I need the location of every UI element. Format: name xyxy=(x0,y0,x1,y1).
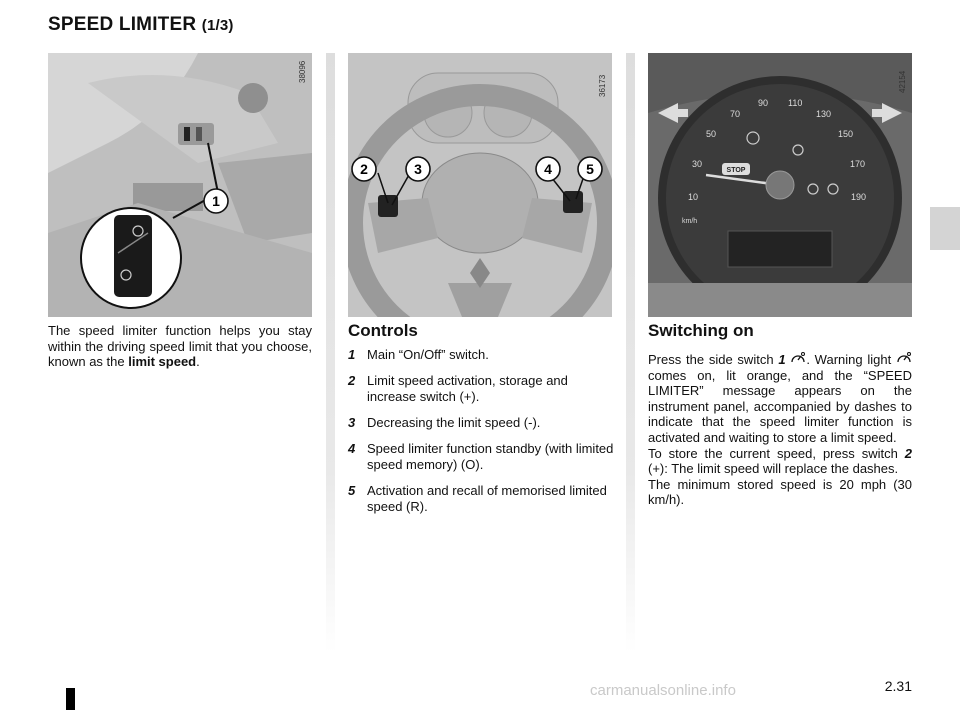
list-item: 5 Activation and recall of memorised limi… xyxy=(348,483,614,515)
stop-label: STOP xyxy=(727,167,746,174)
image-dashboard-switch: 38096 1 xyxy=(48,53,312,317)
controls-heading: Controls xyxy=(348,321,418,340)
page-title: SPEED LIMITER (1/3) xyxy=(48,14,234,36)
corner-mark xyxy=(66,688,75,710)
item-text: Activation and recall of memorised limit… xyxy=(367,483,607,514)
svg-text:1: 1 xyxy=(212,193,220,209)
image-id: 38096 xyxy=(298,60,307,83)
callout-2: 2 xyxy=(351,156,377,182)
list-item: 4 Speed limiter function standby (with li… xyxy=(348,441,614,473)
speed-limiter-icon xyxy=(897,352,911,363)
list-item: 1 Main “On/Off” switch. xyxy=(348,347,614,363)
item-number: 4 xyxy=(348,441,356,456)
image-id: 42154 xyxy=(898,70,907,93)
list-item: 3 Decreasing the limit speed (-). xyxy=(348,415,614,431)
image-instrument-panel: 10 30 50 70 90 110 130 150 170 190 km/h … xyxy=(648,53,912,317)
item-number: 3 xyxy=(348,415,356,430)
p1-num: 1 xyxy=(778,352,786,367)
svg-text:5: 5 xyxy=(586,161,594,177)
page-number: 2.31 xyxy=(884,678,912,694)
p2-text-a: To store the current speed, press switch xyxy=(648,445,905,461)
gauge-label: 10 xyxy=(688,192,698,202)
speed-limiter-icon xyxy=(791,352,806,363)
gauge-label: 70 xyxy=(730,109,740,119)
switching-on-text: Press the side switch 1 . Warning light … xyxy=(648,351,912,508)
item-text: Speed limiter function standby (with lim… xyxy=(367,441,614,472)
item-number: 1 xyxy=(348,347,356,362)
watermark: carmanualsonline.info xyxy=(590,682,736,699)
section-tab xyxy=(930,207,960,250)
switching-on-heading: Switching on xyxy=(648,321,754,340)
callout-4: 4 xyxy=(535,156,561,182)
item-text: Decreasing the limit speed (-). xyxy=(367,415,541,430)
item-number: 2 xyxy=(348,373,356,388)
gauge-label: 30 xyxy=(692,159,702,169)
p2-num: 2 xyxy=(904,445,912,461)
svg-text:3: 3 xyxy=(414,161,422,177)
item-number: 5 xyxy=(348,483,356,498)
image-id: 36173 xyxy=(598,74,607,97)
intro-bold: limit speed xyxy=(128,354,197,370)
gauge-label: 170 xyxy=(850,159,865,169)
controls-list: 1 Main “On/Off” switch. 2 Limit speed acti… xyxy=(348,347,614,525)
intro-text: The speed limiter function helps you sta… xyxy=(48,323,312,370)
p3-text: The minimum stored speed is 20 mph (30 k… xyxy=(648,476,912,508)
callout-5: 5 xyxy=(577,156,603,182)
gauge-label: 50 xyxy=(706,129,716,139)
p1-text-b: . Warning light xyxy=(806,352,892,367)
page-title-text: SPEED LIMITER xyxy=(48,14,197,35)
list-item: 2 Limit speed activation, storage and inc… xyxy=(348,373,614,405)
p1-text-a: Press the side switch xyxy=(648,352,779,367)
page-title-suffix: (1/3) xyxy=(201,17,234,34)
p2-text-b: (+): The limit speed will replace the da… xyxy=(648,461,899,477)
p1-text-c: comes on, lit orange, and the “SPEED LIM… xyxy=(648,367,912,445)
gauge-label: 150 xyxy=(838,129,853,139)
intro-end: . xyxy=(196,354,200,370)
gauge-label: 190 xyxy=(851,192,866,202)
intro-paragraph: The speed limiter function helps you sta… xyxy=(48,323,312,370)
gauge-label: 110 xyxy=(788,98,802,108)
callout-3: 3 xyxy=(405,156,431,182)
svg-text:2: 2 xyxy=(360,161,368,177)
item-text: Main “On/Off” switch. xyxy=(367,347,489,362)
image-steering-wheel: 36173 2 3 4 5 xyxy=(348,53,612,317)
column-divider xyxy=(326,53,335,653)
svg-text:4: 4 xyxy=(544,161,552,177)
column-divider xyxy=(626,53,635,653)
gauge-unit: km/h xyxy=(682,218,697,225)
gauge-label: 130 xyxy=(816,109,831,119)
gauge-label: 90 xyxy=(758,98,768,108)
callout-1: 1 xyxy=(203,188,229,214)
item-text: Limit speed activation, storage and incr… xyxy=(367,373,568,404)
